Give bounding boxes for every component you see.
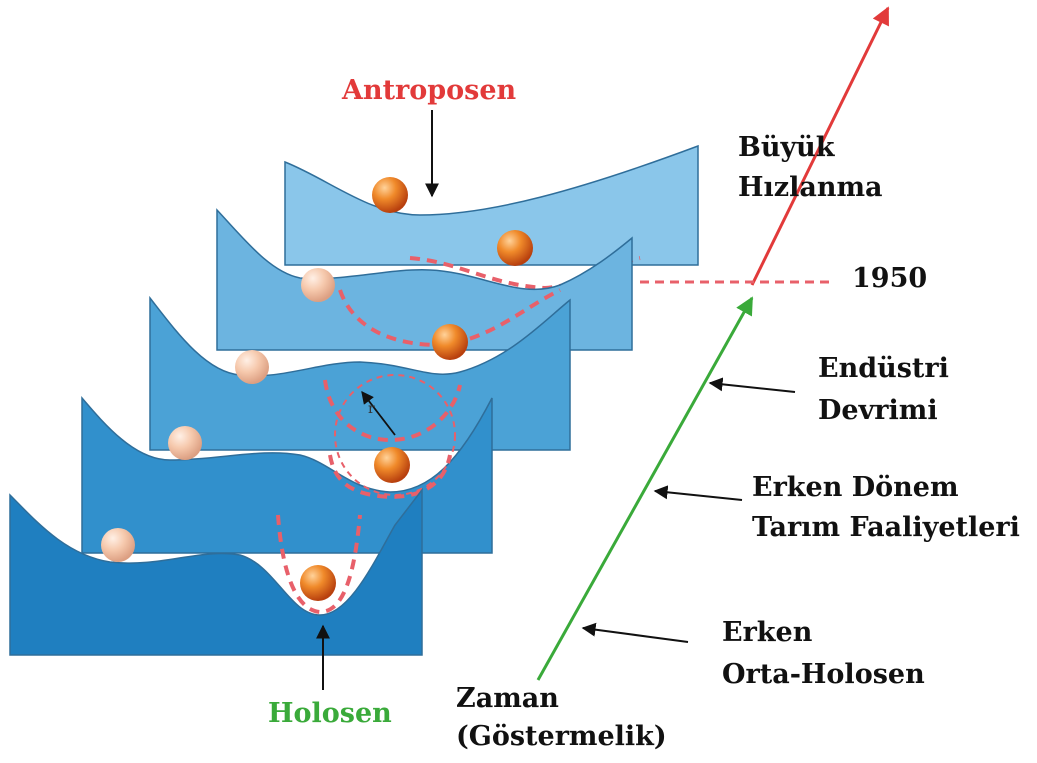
label-buyuk-hizlanma: Büyük Hızlanma [738, 128, 883, 208]
ball-faded-3 [235, 350, 269, 384]
ball-faded-4 [301, 268, 335, 302]
landscape-panel-antroposen [285, 146, 698, 288]
ball-4 [497, 230, 533, 266]
label-devrimi-line2: Devrimi [818, 390, 949, 432]
label-hizlanma-line2: Hızlanma [738, 168, 883, 208]
label-antroposen: Antroposen [342, 72, 516, 110]
label-buyuk-line1: Büyük [738, 128, 883, 168]
ball-holosen [300, 565, 336, 601]
ball-faded-1 [101, 528, 135, 562]
label-erken-orta-holosen: Erken Orta-Holosen [722, 612, 925, 696]
ball-antroposen-top [372, 177, 408, 213]
label-zaman: Zaman (Göstermelik) [456, 680, 667, 756]
label-holosen: Holosen [268, 695, 392, 733]
ball-3 [432, 324, 468, 360]
label-endustri-line1: Endüstri [818, 348, 949, 390]
endustri-devrimi-pointer [710, 383, 795, 392]
radius-symbol: r [368, 401, 375, 417]
ball-2 [374, 447, 410, 483]
ball-faded-2 [168, 426, 202, 460]
label-zaman-line1: Zaman [456, 680, 667, 718]
label-orta-holosen-line2: Orta-Holosen [722, 654, 925, 696]
label-endustri-devrimi: Endüstri Devrimi [818, 348, 949, 432]
label-erken-line1: Erken [722, 612, 925, 654]
label-1950: 1950 [852, 260, 927, 298]
label-erken-donem: Erken Dönem Tarım Faaliyetleri [752, 468, 1020, 548]
erken-donem-pointer [655, 491, 742, 500]
label-erken-donem-line1: Erken Dönem [752, 468, 1020, 508]
erken-orta-holosen-pointer [583, 628, 688, 642]
label-gostermelik-line2: (Göstermelik) [456, 718, 667, 756]
label-tarim-line2: Tarım Faaliyetleri [752, 508, 1020, 548]
